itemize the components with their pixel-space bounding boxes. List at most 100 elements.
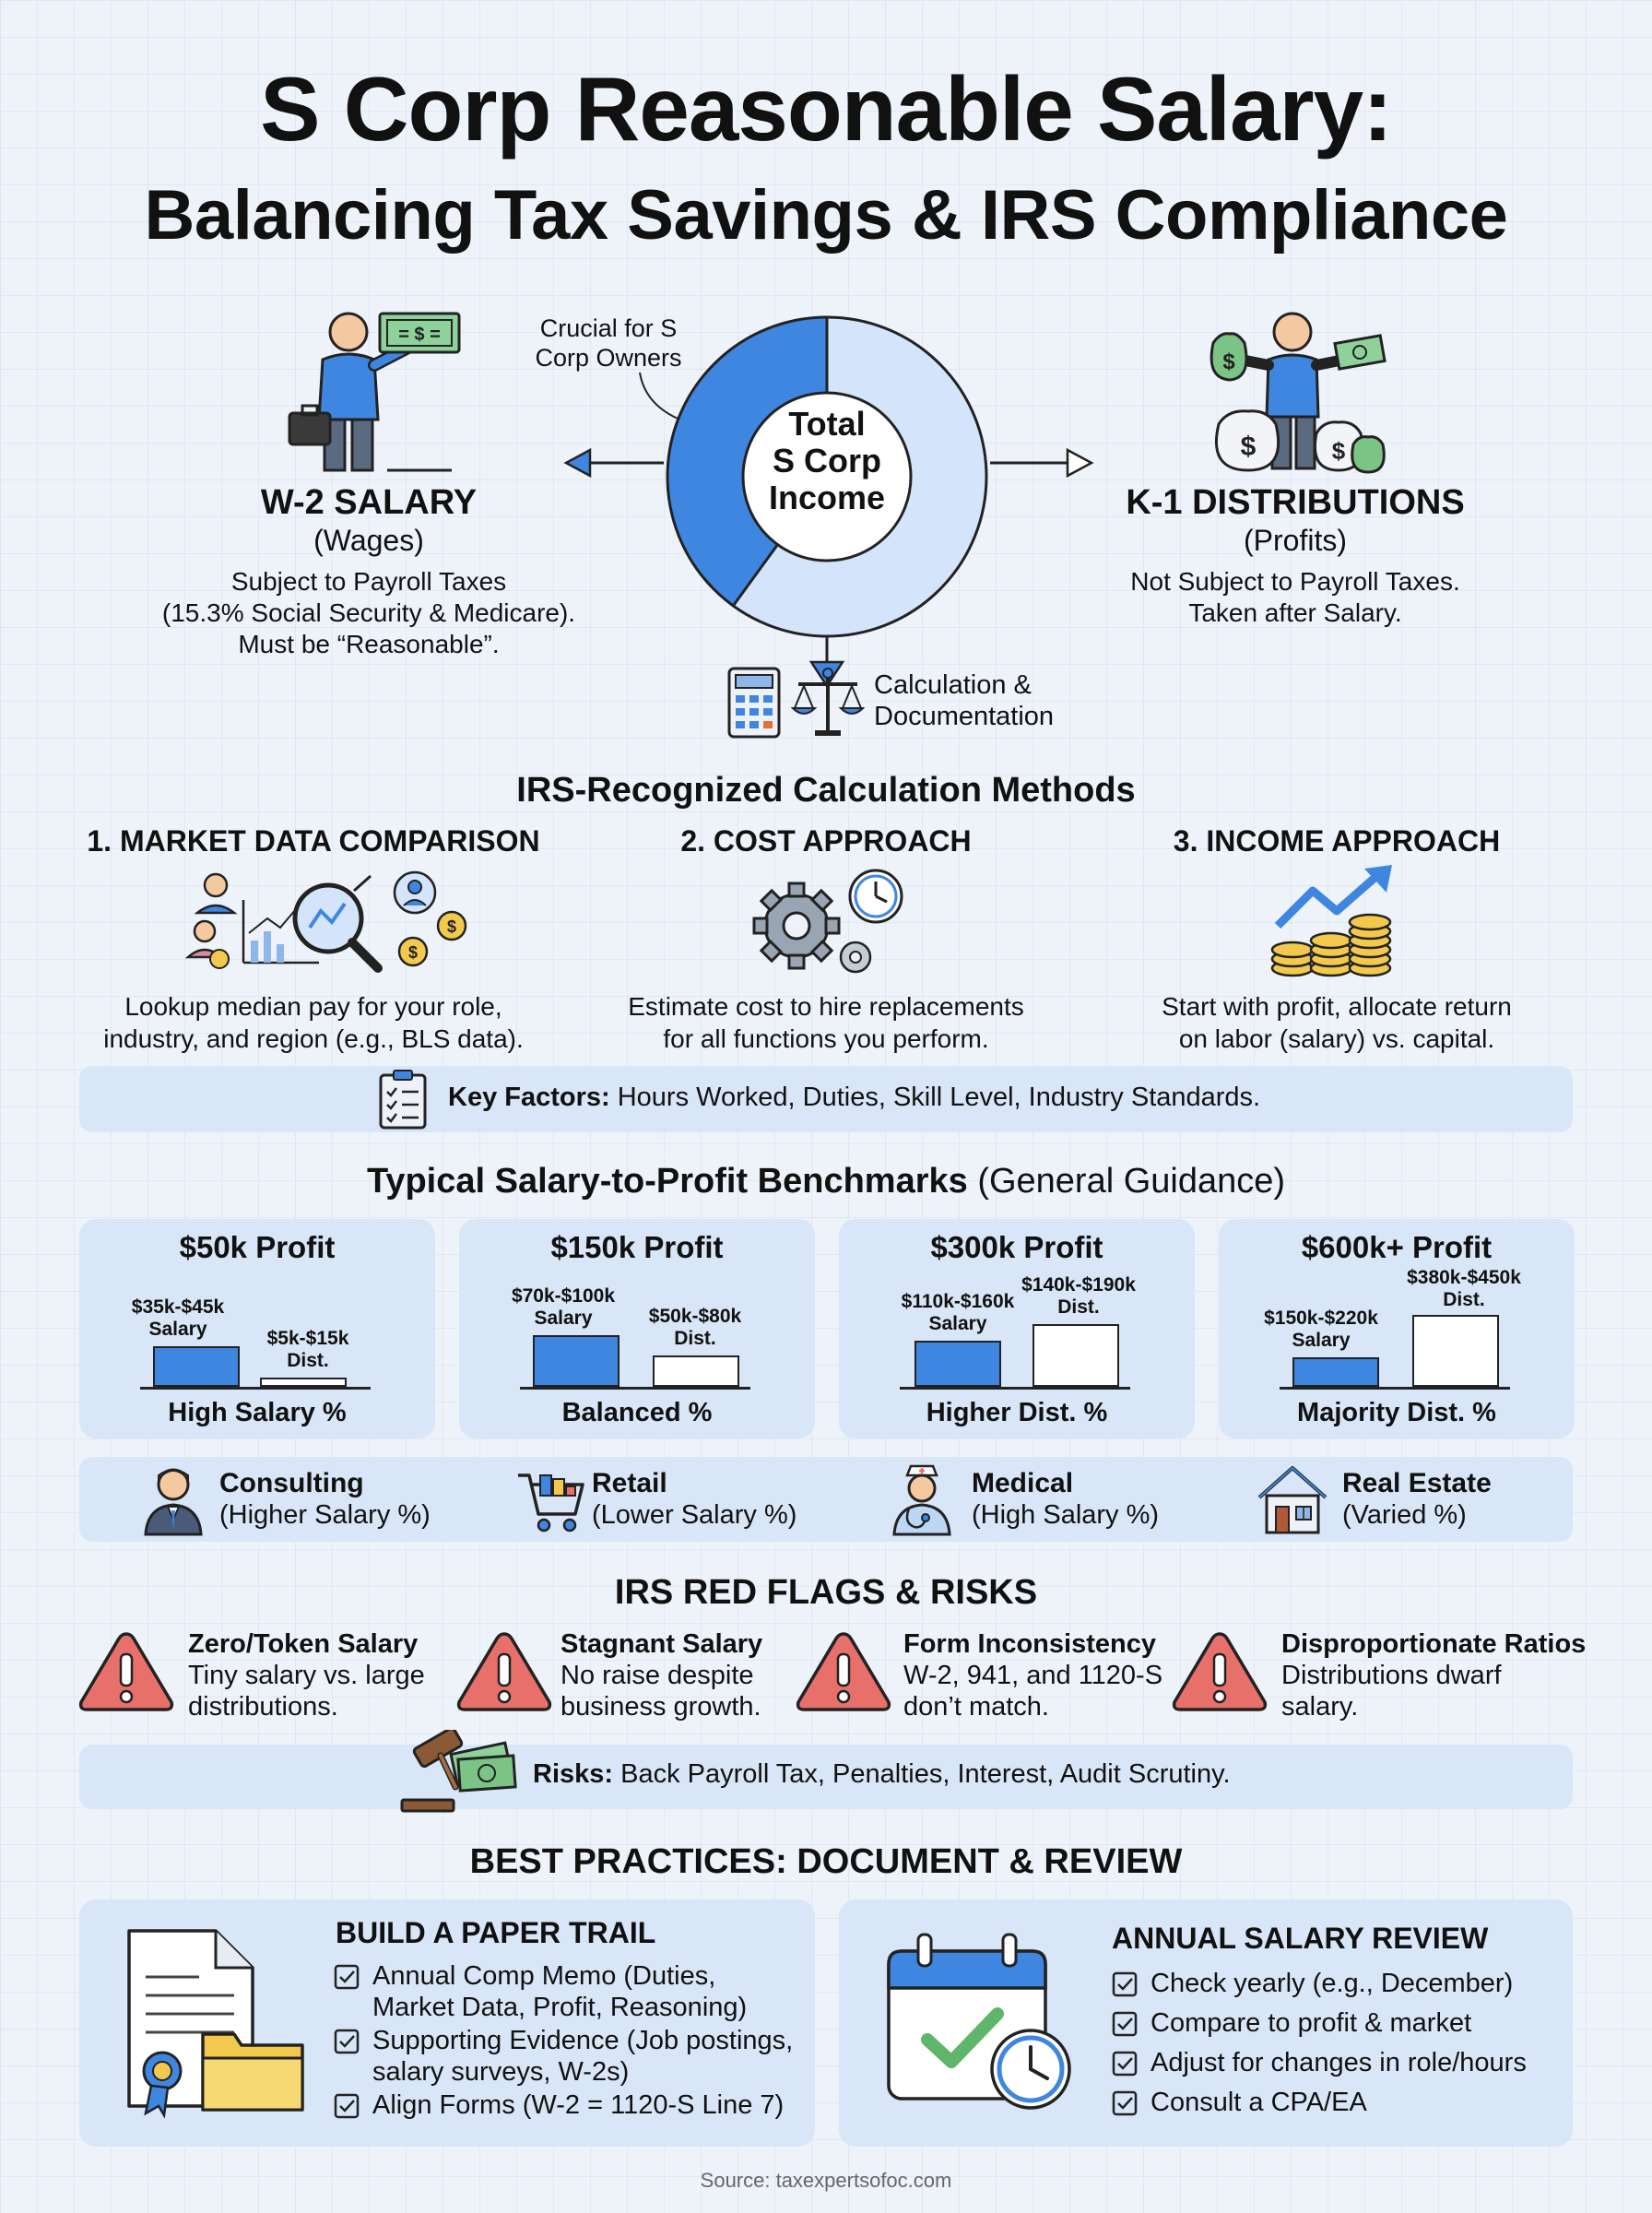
annual-review-item: Check yearly (e.g., December) — [1112, 1968, 1554, 1999]
nurse-icon — [892, 1464, 951, 1536]
red-flags-section-title: IRS RED FLAGS & RISKS — [614, 1573, 1038, 1612]
best-practices-section-title: BEST PRACTICES: DOCUMENT & REVIEW — [469, 1842, 1183, 1881]
benchmark-footer: High Salary % — [168, 1398, 347, 1427]
benchmark-footer: Majority Dist. % — [1297, 1398, 1496, 1427]
paper-trail-item: Annual Comp Memo (Duties, Market Data, P… — [334, 1960, 795, 2023]
crucial-callout: Crucial for S Corp Owners — [535, 314, 682, 372]
benchmark-title: $300k Profit — [930, 1230, 1103, 1264]
paper-trail-item: Align Forms (W-2 = 1120-S Line 7) — [334, 2089, 795, 2121]
benchmark-title: $150k Profit — [550, 1230, 724, 1264]
svg-text:$: $ — [447, 917, 456, 936]
risks-band — [79, 1745, 1573, 1809]
distribution-bar — [653, 1355, 739, 1387]
paper-trail-item: Supporting Evidence (Job postings, salar… — [334, 2025, 795, 2088]
salary-bar — [533, 1335, 620, 1387]
consultant-icon — [144, 1468, 203, 1536]
red-flag-zero-salary: Zero/Token Salary Tiny salary vs. large … — [188, 1629, 425, 1722]
market-data-icon: $ $ — [184, 870, 467, 973]
salary-bar — [1292, 1357, 1379, 1387]
checkbox-checked-icon — [1112, 2011, 1138, 2037]
red-flag-disproportionate-ratios: Disproportionate Ratios Distributions dw… — [1281, 1629, 1587, 1722]
salary-segment — [667, 317, 829, 606]
salary-bar — [153, 1346, 240, 1387]
calculation-documentation-label: Calculation & Documentation — [874, 670, 1055, 731]
annual-review-item: Compare to profit & market — [1112, 2007, 1554, 2039]
benchmark-title: $50k Profit — [179, 1230, 336, 1264]
checkbox-checked-icon — [1112, 2090, 1138, 2116]
svg-text:$: $ — [1332, 437, 1346, 465]
gavel-money-icon — [400, 1730, 517, 1813]
benchmarks-section-title: Typical Salary-to-Profit Benchmarks (Gen… — [366, 1162, 1286, 1201]
w2-salary-heading: W-2 SALARY — [260, 483, 478, 522]
key-factors-text: Key Factors: Hours Worked, Duties, Skill… — [448, 1083, 1261, 1112]
warning-icon — [456, 1632, 552, 1711]
main-title: S Corp Reasonable Salary: — [260, 58, 1393, 160]
checkbox-checked-icon — [334, 1964, 360, 1990]
paper-trail-heading: BUILD A PAPER TRAIL — [336, 1916, 656, 1949]
distribution-bar — [1412, 1315, 1499, 1387]
bar-baseline — [520, 1387, 750, 1390]
benchmark-footer: Higher Dist. % — [926, 1398, 1108, 1427]
red-flag-stagnant-salary: Stagnant Salary No raise despite busines… — [560, 1629, 763, 1722]
bill-symbol: = $ = — [398, 325, 441, 345]
coins-growth-icon — [1270, 865, 1392, 977]
bar-baseline — [1280, 1387, 1510, 1390]
industry-real-estate: Real Estate (Varied %) — [1342, 1468, 1492, 1530]
distribution-bar — [260, 1378, 347, 1387]
bar-baseline — [900, 1387, 1130, 1390]
distribution-bar — [1032, 1324, 1119, 1387]
svg-text:$: $ — [1241, 432, 1257, 462]
annual-review-list: Check yearly (e.g., December) Compare to… — [1112, 1968, 1554, 2118]
shopping-cart-icon — [518, 1473, 584, 1533]
dollar-bill-icon: = $ = — [378, 312, 461, 354]
checkbox-checked-icon — [1112, 1971, 1138, 1997]
method-income-description: Start with profit, allocate return on la… — [1162, 992, 1512, 1053]
svg-text:$: $ — [408, 943, 418, 962]
bar-baseline — [140, 1387, 371, 1390]
annual-review-heading: ANNUAL SALARY REVIEW — [1112, 1922, 1489, 1955]
warning-icon — [78, 1632, 174, 1711]
checkbox-checked-icon — [1112, 2051, 1138, 2077]
calculator-icon — [727, 667, 781, 739]
paper-trail-list: Annual Comp Memo (Duties, Market Data, P… — [334, 1960, 795, 2121]
method-income-heading: 3. INCOME APPROACH — [1173, 824, 1501, 858]
industry-retail: Retail (Lower Salary %) — [592, 1468, 797, 1530]
annual-review-item: Adjust for changes in role/hours — [1112, 2047, 1554, 2078]
benchmark-title: $600k+ Profit — [1301, 1230, 1493, 1264]
checkbox-checked-icon — [334, 2029, 360, 2054]
methods-section-title: IRS-Recognized Calculation Methods — [516, 771, 1136, 810]
source-credit: Source: taxexpertsofoc.com — [700, 2169, 952, 2192]
salary-bar — [914, 1341, 1001, 1387]
method-cost-description: Estimate cost to hire replacements for a… — [628, 992, 1024, 1053]
donut-center-label: Total S Corp Income — [768, 405, 886, 516]
checkbox-checked-icon — [334, 2093, 360, 2119]
document-folder-icon — [127, 1929, 304, 2119]
key-factors-band — [79, 1066, 1573, 1132]
k1-distributions-description: Not Subject to Payroll Taxes. Taken afte… — [1130, 567, 1460, 627]
warning-icon — [1172, 1632, 1268, 1711]
investor-with-money-bags-icon: $ $ $ — [1210, 312, 1386, 474]
method-market-description: Lookup median pay for your role, industr… — [103, 992, 524, 1053]
house-icon — [1257, 1466, 1328, 1534]
gears-clock-icon — [752, 869, 903, 974]
red-flag-form-inconsistency: Form Inconsistency W-2, 941, and 1120-S … — [903, 1629, 1163, 1722]
industry-consulting: Consulting (Higher Salary %) — [219, 1468, 431, 1530]
annual-review-item: Consult a CPA/EA — [1112, 2087, 1554, 2118]
callout-pointer — [639, 372, 683, 421]
method-cost-heading: 2. COST APPROACH — [680, 824, 972, 858]
arrow-right-icon — [990, 447, 1094, 479]
w2-salary-sub: (Wages) — [313, 524, 424, 557]
method-market-heading: 1. MARKET DATA COMPARISON — [87, 824, 540, 858]
benchmark-footer: Balanced % — [561, 1398, 713, 1427]
svg-text:$: $ — [1222, 349, 1235, 374]
